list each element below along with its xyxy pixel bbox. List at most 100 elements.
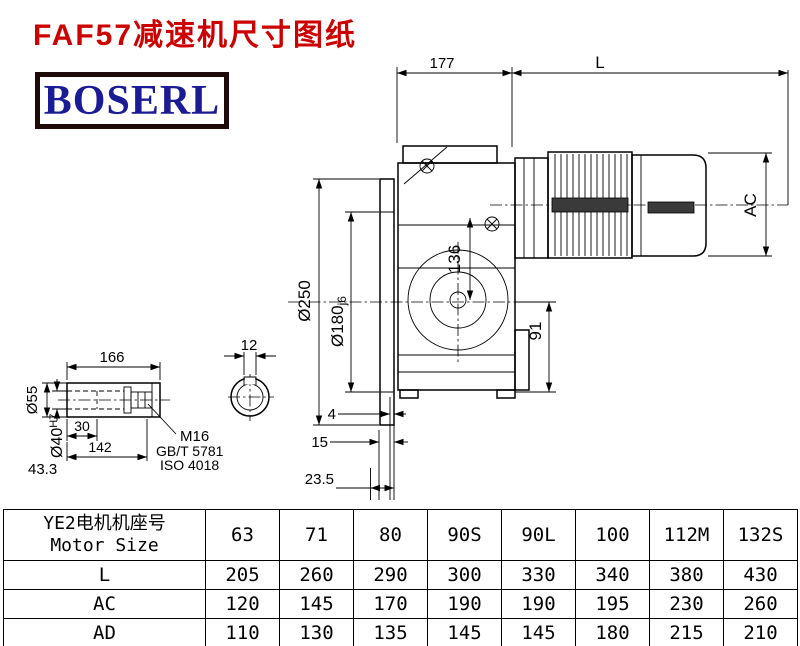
dim-value-cell: 230 [649,589,724,619]
dim-12: 12 [224,337,276,375]
header-size-cell: 90S [427,509,502,561]
dim-55-label: Ø55 [24,386,41,414]
dim-40-label: Ø40H7 [48,414,66,458]
shaft-detail-view: 166 Ø55 Ø40H7 30 142 [24,337,276,478]
dim-AC: AC [708,152,772,257]
dim-value-cell: 210 [723,618,798,646]
dim-value-cell: 135 [353,618,428,646]
dim-177: 177 [396,55,513,147]
dim-value-cell: 260 [723,589,798,619]
eyebolt-marker-2 [484,216,500,232]
dim-value-cell: 205 [205,560,280,590]
thread-label: M16 [180,428,209,445]
table-header-row: YE2电机机座号 Motor Size 63 71 80 90S 90L 100… [3,509,798,561]
table-row-L: L 205 260 290 300 330 340 380 430 [3,560,798,590]
dim-180-label: Ø180j6 [328,296,349,347]
dim-15: 15 [311,434,408,451]
dim-value-cell: 380 [649,560,724,590]
standard-gb-label: GB/T 5781 [156,443,224,459]
header-size-cell: 71 [279,509,354,561]
dim-value-cell: 120 [205,589,280,619]
dim-spigot: Ø180j6 [328,211,379,393]
dim-L: L [512,53,789,205]
technical-drawing: 177 L AC Ø250 Ø180j6 [24,53,789,500]
dim-value-cell: 195 [575,589,650,619]
header-size-cell: 63 [205,509,280,561]
gear-circles [407,249,509,351]
standard-iso-label: ISO 4018 [160,457,219,473]
dim-180-value: Ø180 [328,305,347,347]
dim-91-label: 91 [526,322,545,341]
centerlines [288,204,788,365]
motor-size-label-en: Motor Size [50,535,159,556]
dim-value-cell: 130 [279,618,354,646]
motor-fan-cowl [631,154,707,257]
header-size-cell: 80 [353,509,428,561]
motor-size-label-cn: YE2电机机座号 [43,512,166,534]
dim-flange-od: Ø250 [295,178,379,426]
dim-value-cell: 110 [205,618,280,646]
dim-250-label: Ø250 [295,280,314,322]
dim-166: 166 [66,349,161,380]
header-size-cell: 100 [575,509,650,561]
logo-text: BOSERL [43,77,221,124]
gearbox-housing [397,145,530,399]
dim-142: 142 [66,419,148,461]
dim-4-label: 4 [328,406,336,423]
dim-30: 30 [66,418,98,441]
shaft-end-view [228,374,274,421]
table-row-AD: AD 110 130 135 145 145 180 215 210 [3,618,798,646]
motor-nameplate [551,197,629,213]
dim-value-cell: 190 [501,589,576,619]
dim-177-label: 177 [429,55,454,72]
dim-value-cell: 340 [575,560,650,590]
dim-value-cell: 145 [501,618,576,646]
dim-row-label: L [3,560,206,590]
header-size-cell: 90L [501,509,576,561]
keyway-mask [244,377,256,385]
dim-value-cell: 145 [427,618,502,646]
dimension-table: YE2电机机座号 Motor Size 63 71 80 90S 90L 100… [3,509,798,646]
dim-value-cell: 290 [353,560,428,590]
motor-flange-adapter [514,157,549,259]
dim-L-label: L [595,53,604,72]
dim-value-cell: 260 [279,560,354,590]
motor-rear-band [647,201,695,214]
dim-AC-label: AC [741,193,760,217]
motor-size-header-cell: YE2电机机座号 Motor Size [3,509,206,561]
motor [514,151,707,259]
dim-value-cell: 215 [649,618,724,646]
dim-166-label: 166 [99,349,124,366]
dim-15-label: 15 [311,434,328,451]
dim-4: 4 [328,406,406,423]
dim-value-cell: 300 [427,560,502,590]
dim-91: 91 [515,301,556,393]
dim-value-cell: 180 [575,618,650,646]
dim-value-cell: 170 [353,589,428,619]
table-row-AC: AC 120 145 170 190 190 195 230 260 [3,589,798,619]
boserl-logo: BOSERL [35,72,229,129]
retaining-bolt [130,391,153,409]
dim-40-tolerance: H7 [48,414,60,428]
dim-142-label: 142 [88,439,112,455]
dim-value-cell: 330 [501,560,576,590]
dim-136: 136 [445,218,474,300]
dim-30-label: 30 [74,418,90,434]
thread-callout: M16 GB/T 5781 ISO 4018 [147,403,224,473]
keyway [243,376,257,385]
dim-43-3: 43.3 [28,461,57,478]
dim-40: Ø40H7 [48,379,67,458]
dim-row-label: AD [3,618,206,646]
hollow-shaft [58,382,170,418]
header-size-cell: 132S [723,509,798,561]
page-title: FAF57减速机尺寸图纸 [33,19,358,52]
header-size-cell: 112M [649,509,724,561]
output-flange [370,178,395,500]
dim-180-tolerance: j6 [335,296,349,307]
dim-12-label: 12 [241,337,258,354]
dim-value-cell: 190 [427,589,502,619]
dim-row-label: AC [3,589,206,619]
dim-136-label: 136 [445,245,464,273]
main-view: 177 L AC Ø250 Ø180j6 [288,53,789,500]
eyebolt-marker [419,158,435,174]
